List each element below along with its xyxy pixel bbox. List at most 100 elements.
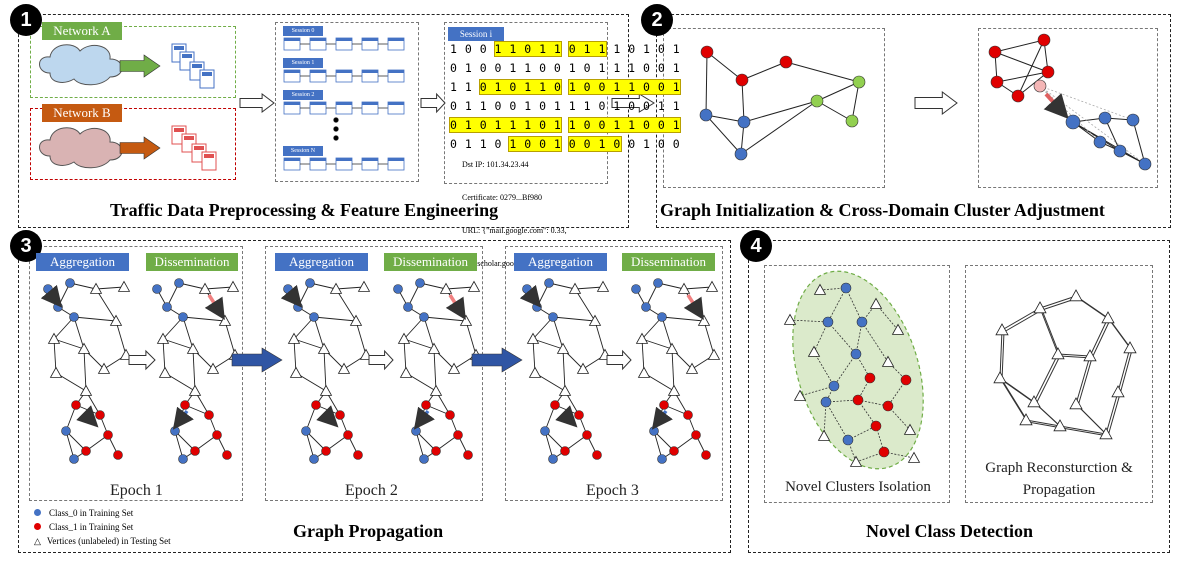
test-vertex bbox=[337, 362, 351, 374]
novel-vertex bbox=[840, 282, 852, 294]
network-b-arrow-icon bbox=[119, 136, 161, 160]
adjust-edge bbox=[994, 39, 1045, 53]
train-vertex bbox=[95, 410, 105, 420]
to-detail-arrow-icon bbox=[420, 92, 446, 114]
recon-vertex bbox=[1101, 311, 1115, 324]
train-vertex bbox=[311, 400, 321, 410]
train-vertex bbox=[393, 284, 403, 294]
bits bbox=[561, 80, 568, 94]
test-vertex bbox=[49, 366, 63, 378]
bit-row: 0 1 1 0 1 0 0 1 0 0 1 0 0 1 0 0 bbox=[450, 135, 680, 154]
test-vertex bbox=[357, 280, 371, 292]
prop-edge bbox=[224, 320, 236, 356]
test-vertex bbox=[188, 384, 202, 396]
init-vertex bbox=[735, 73, 749, 87]
prop-edge bbox=[162, 316, 184, 340]
train-vertex bbox=[582, 430, 592, 440]
test-vertex bbox=[289, 366, 303, 378]
recon-edge bbox=[1057, 353, 1091, 357]
train-vertex bbox=[657, 312, 667, 322]
isolation-edge bbox=[799, 385, 835, 397]
highlighted-bits: 1 1 0 1 1 bbox=[493, 41, 563, 57]
document-header-icon bbox=[174, 46, 184, 50]
session-packet-header-icon bbox=[362, 70, 378, 73]
stage-arrow-icon bbox=[128, 349, 156, 371]
recon-edge bbox=[1001, 379, 1037, 405]
adjust-vertex bbox=[1065, 114, 1081, 130]
recon-edge bbox=[1025, 419, 1061, 427]
init-edge bbox=[743, 100, 818, 123]
prop-edge bbox=[313, 316, 357, 322]
test-vertex bbox=[558, 384, 572, 396]
prop-edge bbox=[594, 320, 606, 356]
train-vertex bbox=[649, 426, 659, 436]
prop-edge bbox=[182, 316, 226, 322]
prop-edge bbox=[293, 338, 325, 350]
aggregation-arrow-icon bbox=[555, 405, 578, 428]
init-edge bbox=[705, 114, 742, 155]
prop-edge bbox=[403, 338, 435, 350]
prop-edge bbox=[423, 316, 435, 350]
init-edge bbox=[705, 114, 745, 123]
test-vertex bbox=[329, 282, 343, 294]
aggregation-arrow-icon bbox=[280, 284, 303, 308]
recon-vertex bbox=[1099, 427, 1113, 440]
novel-vertex bbox=[822, 316, 834, 328]
isolation-edge bbox=[827, 287, 847, 323]
prop-edge bbox=[115, 320, 127, 356]
triangle-icon: △ bbox=[34, 536, 41, 546]
train-vertex bbox=[343, 430, 353, 440]
test-vertex bbox=[399, 366, 413, 378]
to-graph-init-arrow-icon bbox=[611, 93, 655, 113]
test-vertex bbox=[198, 282, 212, 294]
reconstruction-caption-2: Propagation bbox=[1022, 482, 1096, 498]
test-vertex bbox=[813, 283, 827, 295]
adjust-edge bbox=[1017, 39, 1045, 97]
test-vertex bbox=[117, 280, 131, 292]
session-packet-header-icon bbox=[388, 102, 404, 105]
test-vertex bbox=[459, 314, 473, 326]
epoch3-caption: Epoch 3 bbox=[586, 482, 639, 499]
init-vertex bbox=[700, 45, 714, 59]
aggregation-arrow-icon bbox=[519, 284, 542, 308]
panel-4-badge: 4 bbox=[740, 230, 772, 262]
train-vertex bbox=[431, 446, 441, 456]
novel-vertex bbox=[850, 348, 862, 360]
highlighted-bits: 0 1 0 1 1 0 bbox=[478, 79, 563, 95]
adjust-vertex bbox=[1093, 135, 1107, 149]
test-vertex bbox=[869, 297, 883, 309]
novel-vertex bbox=[842, 434, 854, 446]
train-vertex bbox=[453, 430, 463, 440]
recon-vertex bbox=[1033, 301, 1047, 314]
bit-row: 0 1 0 1 1 1 0 1 1 0 0 1 1 0 0 1 bbox=[448, 116, 682, 135]
test-vertex bbox=[903, 423, 917, 435]
epoch-arrow-icon bbox=[471, 347, 523, 373]
recon-vertex bbox=[1069, 289, 1083, 302]
train-vertex bbox=[415, 278, 425, 288]
session-packet-header-icon bbox=[388, 158, 404, 161]
panel-2-badge: 2 bbox=[641, 4, 673, 36]
init-vertex bbox=[737, 115, 751, 129]
legend-testing: △Vertices (unlabeled) in Testing Set bbox=[34, 534, 171, 548]
recon-vertex bbox=[995, 323, 1009, 336]
ellipsis-dot-icon bbox=[333, 126, 339, 132]
train-vertex bbox=[69, 454, 79, 464]
adjust-vertex bbox=[990, 75, 1004, 89]
recon-edge bbox=[1089, 317, 1109, 357]
train-vertex bbox=[463, 450, 473, 460]
legend-class1-label: Class_1 in Training Set bbox=[49, 522, 134, 532]
train-vertex bbox=[180, 400, 190, 410]
recon-vertex bbox=[1053, 419, 1067, 432]
bits bbox=[561, 118, 568, 132]
prop-edge bbox=[562, 348, 566, 392]
recon-edge bbox=[1105, 391, 1119, 435]
recon-edge bbox=[1041, 309, 1061, 357]
novel-vertex bbox=[878, 446, 890, 458]
test-vertex bbox=[665, 342, 679, 354]
prop-edge bbox=[293, 316, 315, 340]
prop-edge bbox=[73, 316, 85, 350]
init-edge bbox=[816, 81, 860, 102]
adjust-edge bbox=[994, 51, 1049, 73]
prop-edge bbox=[162, 338, 194, 350]
train-vertex bbox=[403, 302, 413, 312]
